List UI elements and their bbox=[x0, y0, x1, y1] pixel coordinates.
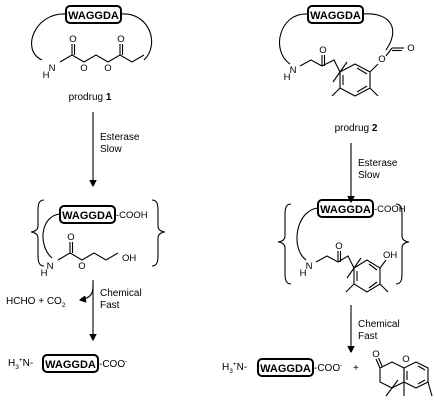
peptide-label: WAGGDA bbox=[68, 10, 119, 22]
atom-o-ester-1: O bbox=[80, 63, 87, 74]
step1-condition: Slow bbox=[100, 144, 122, 155]
peptide-box bbox=[42, 354, 99, 373]
methyl-1 bbox=[331, 87, 341, 97]
atom-n: N bbox=[306, 261, 313, 272]
carboxylate-terminus: -COO- bbox=[99, 358, 127, 370]
step2-reagent: Chemical bbox=[100, 288, 142, 299]
linker-chain bbox=[299, 59, 341, 73]
byproduct-release-curve bbox=[80, 285, 94, 300]
linker-zigzag bbox=[59, 54, 145, 63]
atom-o-carbonyl-1: O bbox=[69, 34, 76, 45]
lactone-structure: O O bbox=[372, 349, 433, 397]
atom-o-ring: O bbox=[402, 354, 409, 365]
gem-dimethyl-1 bbox=[332, 71, 341, 83]
peptide-box bbox=[257, 358, 314, 377]
atom-n: N bbox=[290, 65, 297, 76]
atom-o-carbonyl: O bbox=[67, 232, 74, 243]
byproducts: HCHO + CO2 bbox=[6, 296, 66, 309]
plus-sign: + bbox=[353, 363, 359, 374]
peptide-label: WAGGDA bbox=[310, 10, 361, 22]
prodrug-1-caption: prodrug 1 bbox=[69, 92, 112, 103]
atom-h: H bbox=[284, 72, 291, 83]
macrocycle-arc-right bbox=[120, 13, 153, 61]
peptide-box bbox=[307, 5, 364, 24]
atom-o-formyl: O bbox=[407, 43, 414, 54]
prodrug-2-structure: WAGGDA O N H O O bbox=[279, 5, 415, 97]
step1-reagent: Esterase bbox=[100, 132, 140, 143]
macrocycle-arc bbox=[296, 207, 319, 261]
atom-n: N bbox=[47, 261, 54, 272]
hydroxyl: OH bbox=[122, 253, 136, 264]
bracket-left bbox=[277, 203, 292, 285]
methyl-2 bbox=[369, 87, 379, 97]
product-2: H3+N- WAGGDA -COO- + bbox=[222, 358, 359, 377]
macrocycle-arc-left bbox=[31, 13, 67, 61]
linker-chain bbox=[315, 255, 355, 269]
aryl-ring bbox=[353, 259, 381, 293]
atom-o-carbonyl-2: O bbox=[117, 34, 124, 45]
atom-o-ester: O bbox=[78, 261, 85, 272]
carboxylic-acid: -COOH bbox=[116, 210, 148, 221]
peptide-box bbox=[65, 5, 122, 24]
product-1: H3+N- WAGGDA -COO- bbox=[8, 354, 127, 373]
intermediate-1-structure: WAGGDA -COOH O O N H OH bbox=[30, 199, 166, 279]
amine-terminus: H3+N- bbox=[222, 361, 247, 375]
step2-condition-right: Fast bbox=[358, 331, 378, 342]
atom-o-carbonyl: O bbox=[372, 349, 379, 360]
macrocycle-arc bbox=[42, 213, 61, 259]
linker-zigzag bbox=[57, 252, 119, 261]
step1-condition-right: Slow bbox=[358, 170, 380, 181]
atom-o-amide: O bbox=[319, 45, 326, 56]
step1-reagent-right: Esterase bbox=[358, 158, 398, 169]
atom-o-aryl: O bbox=[378, 54, 385, 65]
atom-h: H bbox=[300, 268, 307, 279]
macrocycle-arc-left bbox=[279, 13, 309, 65]
lactone-ring bbox=[379, 361, 405, 389]
atom-n: N bbox=[49, 63, 56, 74]
atom-h: H bbox=[41, 268, 48, 279]
aryl-ester-bond bbox=[369, 63, 379, 73]
bracket-left bbox=[30, 199, 45, 267]
gem-dimethyl-2 bbox=[339, 61, 348, 73]
prodrug-2-caption: prodrug 2 bbox=[335, 123, 378, 134]
carboxylate-terminus: -COO- bbox=[314, 362, 342, 374]
bracket-right bbox=[395, 203, 410, 285]
aryl-ring bbox=[339, 63, 371, 97]
prodrug-1-structure: WAGGDA O O O O N H bbox=[31, 5, 153, 81]
carboxylic-acid: -COOH bbox=[374, 204, 406, 215]
atom-o-amide: O bbox=[335, 241, 342, 252]
peptide-label: WAGGDA bbox=[45, 359, 96, 371]
intermediate-2-structure: WAGGDA -COOH O N H OH bbox=[277, 199, 410, 293]
amine-terminus: H3+N- bbox=[8, 357, 33, 371]
peptide-label: WAGGDA bbox=[260, 363, 311, 375]
fused-aryl-ring bbox=[403, 361, 429, 389]
atom-h: H bbox=[43, 70, 50, 81]
peptide-label: WAGGDA bbox=[320, 204, 371, 216]
atom-o-ester-2: O bbox=[104, 63, 111, 74]
hydroxyl: OH bbox=[383, 250, 397, 261]
bracket-right bbox=[151, 199, 166, 267]
peptide-label: WAGGDA bbox=[62, 210, 113, 222]
step2-reagent-right: Chemical bbox=[358, 319, 400, 330]
macrocycle-arc-right bbox=[362, 13, 394, 51]
step2-condition: Fast bbox=[100, 300, 120, 311]
